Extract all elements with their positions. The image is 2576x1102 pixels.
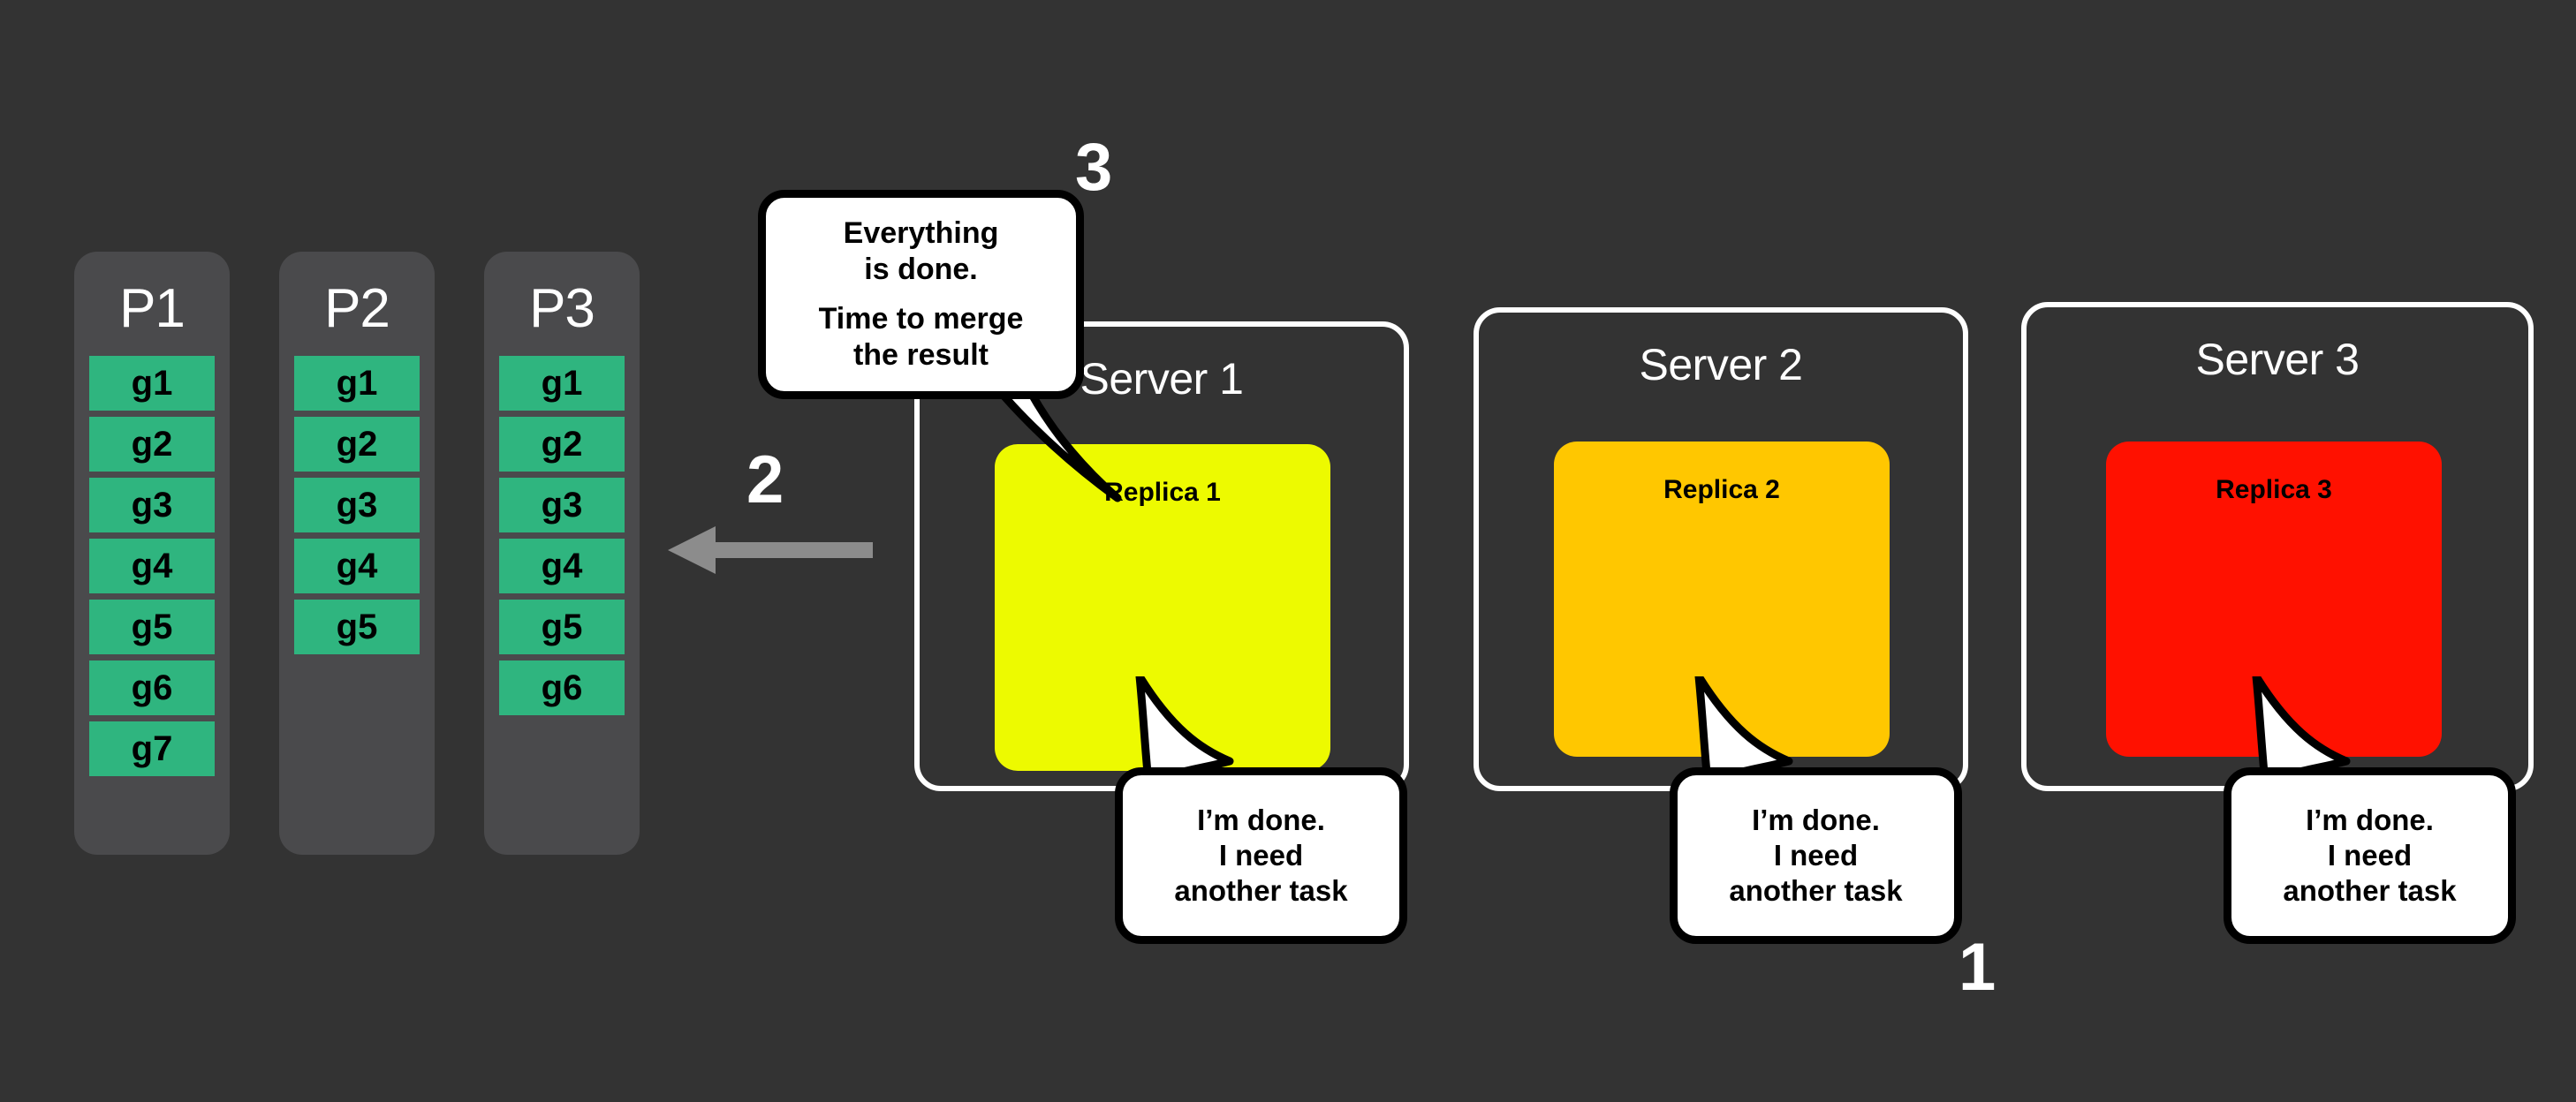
partition-title: P2 (324, 278, 390, 339)
group-chip: g3 (294, 478, 420, 532)
group-chip: g5 (294, 600, 420, 654)
partition-p3: P3 g1 g2 g3 g4 g5 g6 (484, 252, 640, 855)
step-number-2: 2 (746, 442, 784, 517)
step-number-1: 1 (1959, 930, 1996, 1005)
partition-p2: P2 g1 g2 g3 g4 g5 (279, 252, 435, 855)
bubble-line: another task (1729, 874, 1903, 908)
step-number-3: 3 (1075, 130, 1113, 205)
bubble-line: I need (2327, 838, 2413, 872)
server-box-2: Server 2 Replica 2 (1474, 307, 1968, 791)
group-chip: g5 (499, 600, 625, 654)
bubble-line: Everything (843, 215, 999, 250)
group-chip: g7 (89, 721, 215, 776)
replica-label: Replica 3 (2216, 475, 2332, 504)
group-chip: g2 (89, 417, 215, 472)
partition-p1: P1 g1 g2 g3 g4 g5 g6 g7 (74, 252, 230, 855)
speech-bubble-server-2: I’m done. I need another task (1670, 767, 1962, 944)
server-box-3: Server 3 Replica 3 (2021, 302, 2534, 791)
speech-bubble-server-3: I’m done. I need another task (2224, 767, 2516, 944)
group-chip: g1 (294, 356, 420, 411)
group-chip: g3 (89, 478, 215, 532)
group-chip: g5 (89, 600, 215, 654)
replica-box-3: Replica 3 (2106, 442, 2442, 757)
group-chip: g6 (89, 660, 215, 715)
group-chip: g2 (294, 417, 420, 472)
merge-arrow-icon (668, 526, 873, 574)
bubble-line: another task (2283, 874, 2457, 908)
group-chip: g3 (499, 478, 625, 532)
bubble-line: I’m done. (2306, 803, 2434, 836)
group-chip: g2 (499, 417, 625, 472)
replica-label: Replica 1 (1104, 478, 1221, 507)
group-chip: g4 (89, 539, 215, 593)
replica-label: Replica 2 (1663, 475, 1780, 504)
group-chip: g1 (89, 356, 215, 411)
bubble-line: I’m done. (1752, 803, 1880, 836)
replica-box-2: Replica 2 (1554, 442, 1890, 757)
speech-bubble-merge: Everything is done. Time to merge the re… (758, 190, 1084, 399)
group-chip: g1 (499, 356, 625, 411)
bubble-line: I need (1218, 838, 1304, 872)
speech-bubble-server-1: I’m done. I need another task (1115, 767, 1407, 944)
group-list: g1 g2 g3 g4 g5 g6 (484, 356, 640, 715)
group-chip: g4 (294, 539, 420, 593)
group-chip: g6 (499, 660, 625, 715)
partition-title: P3 (529, 278, 595, 339)
bubble-line: is done. (864, 253, 978, 287)
server-title: Server 3 (2195, 335, 2360, 384)
bubble-line: another task (1174, 874, 1348, 908)
replica-box-1: Replica 1 (995, 444, 1330, 771)
group-chip: g4 (499, 539, 625, 593)
partition-title: P1 (119, 278, 186, 339)
bubble-line: Time to merge (818, 301, 1024, 336)
server-title: Server 2 (1639, 340, 1803, 389)
group-list: g1 g2 g3 g4 g5 g6 g7 (74, 356, 230, 776)
bubble-line: I’m done. (1197, 803, 1325, 836)
group-list: g1 g2 g3 g4 g5 (279, 356, 435, 654)
bubble-line: the result (852, 337, 989, 372)
bubble-line: I need (1773, 838, 1859, 872)
